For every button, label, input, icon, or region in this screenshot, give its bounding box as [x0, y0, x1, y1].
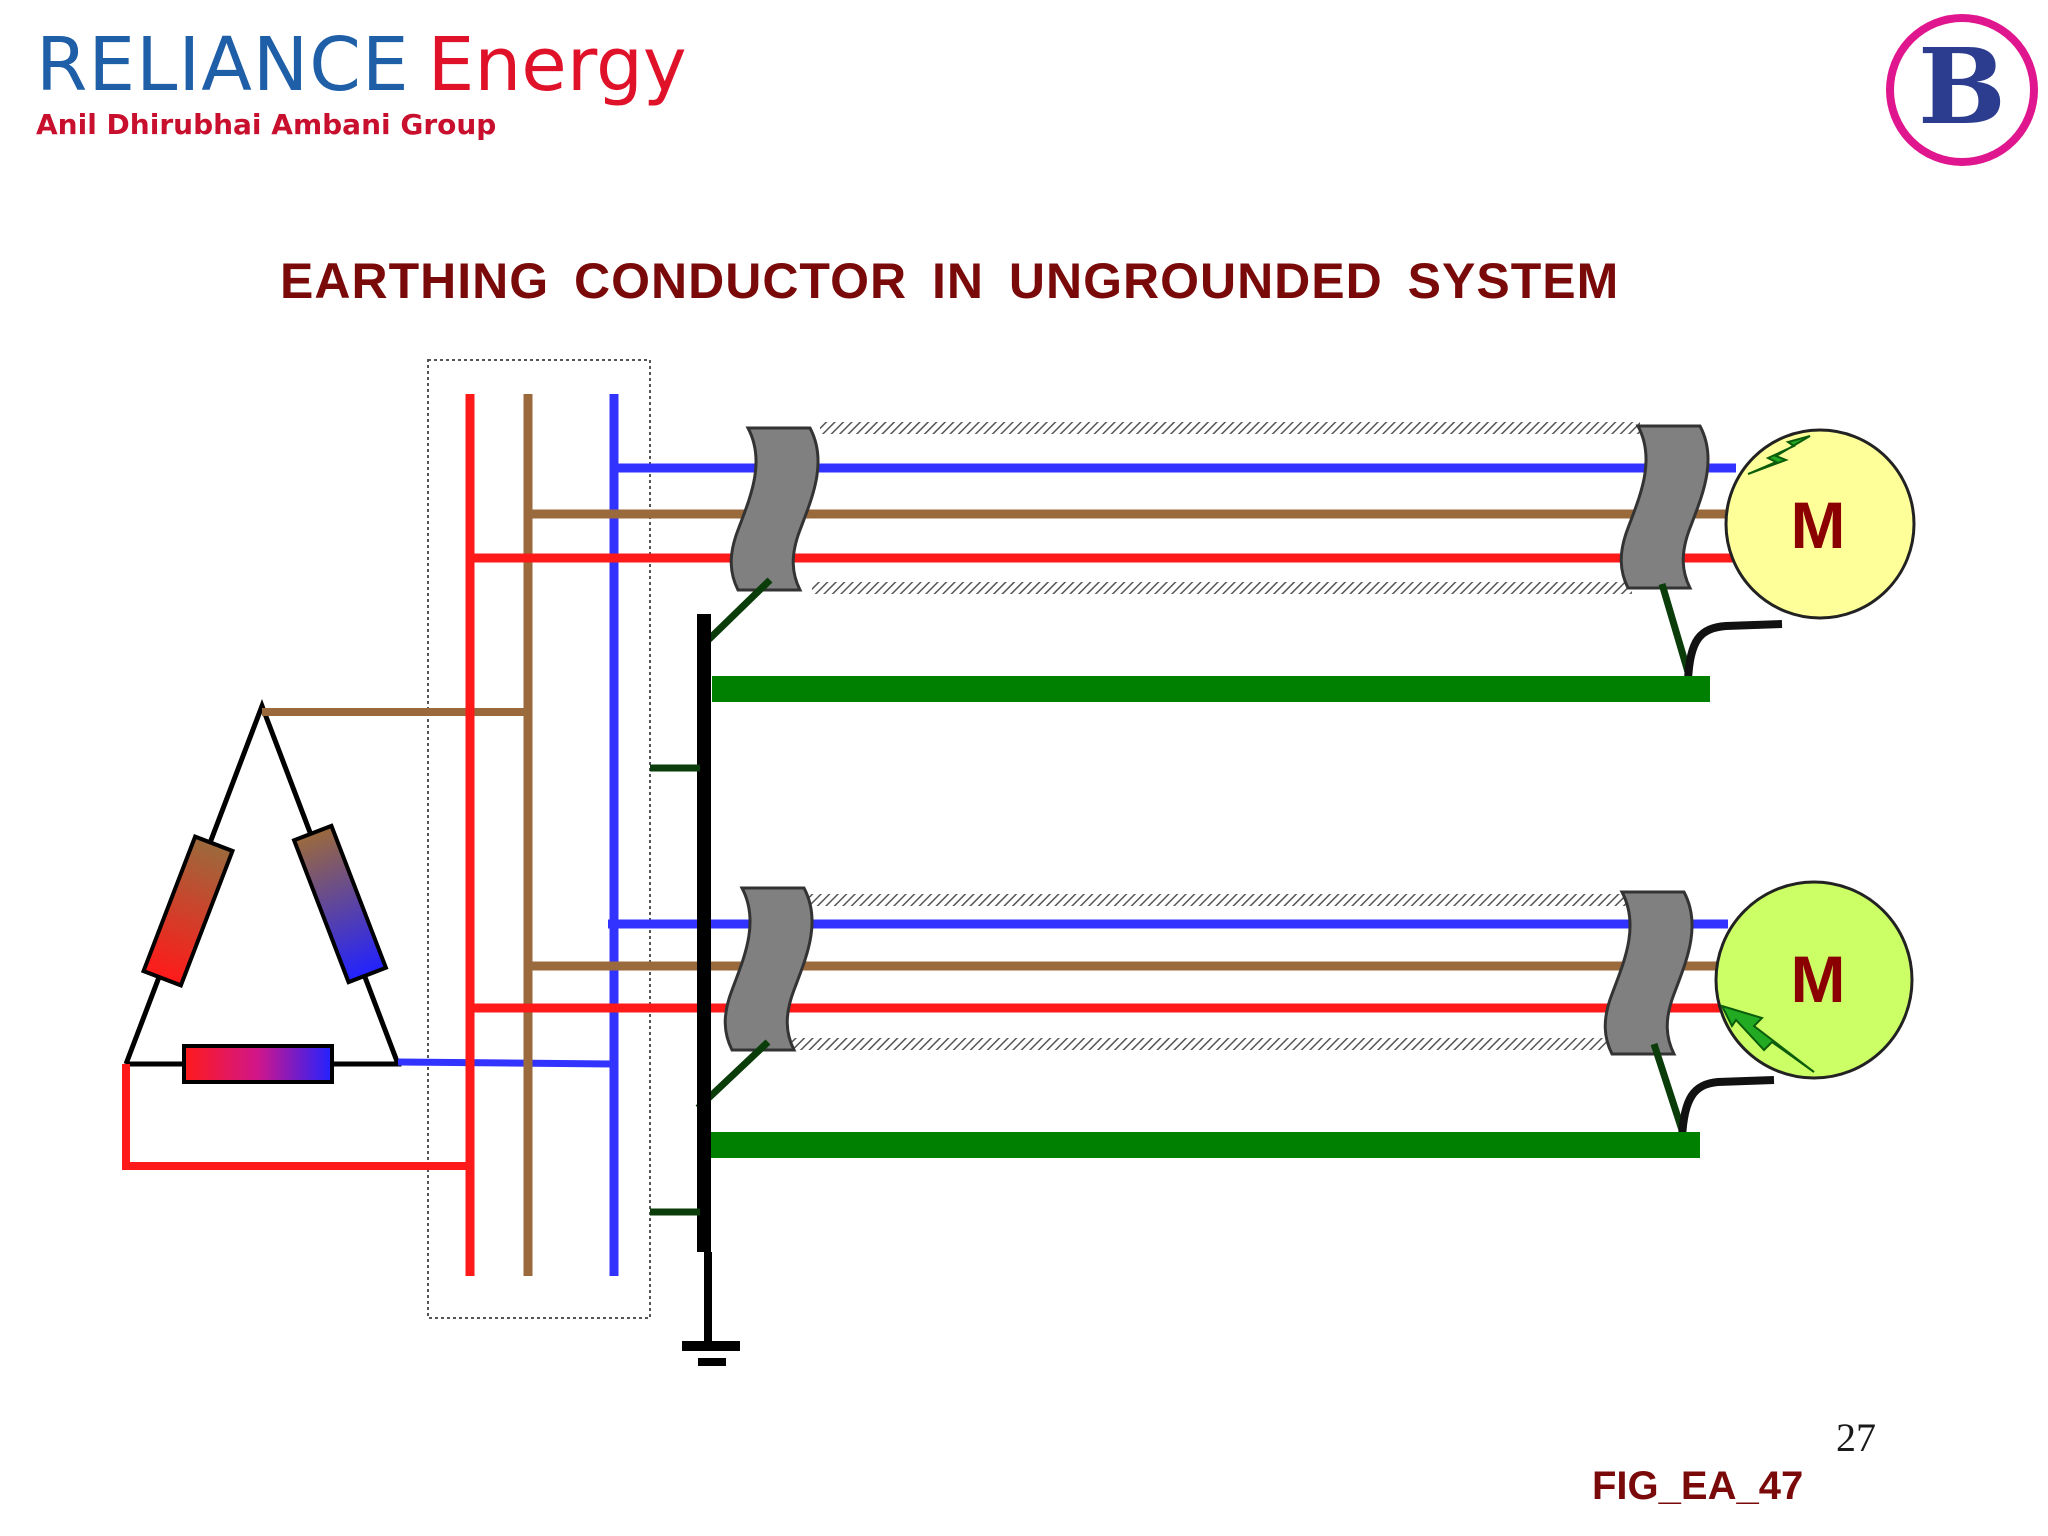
motor-2-body — [1714, 880, 1914, 1080]
resistor-bottom — [182, 1044, 334, 1084]
red-source-lead — [122, 1064, 470, 1170]
cable-2-sheath-bottom — [786, 1038, 1606, 1050]
b-badge-logo: B — [1886, 14, 2038, 166]
resistor-left — [140, 834, 236, 988]
switchboard-enclosure — [427, 359, 651, 1319]
cable-2-sheath-top — [806, 894, 1626, 906]
cable-1-sheath-bottom — [812, 582, 1632, 594]
badge-letter: B — [1918, 25, 2006, 148]
slide-title: EARTHING CONDUCTOR IN UNGROUNDED SYSTEM — [280, 253, 1620, 309]
cable-2-earth-conductor — [706, 1132, 1700, 1158]
logo-group-name: Anil Dhirubhai Ambani Group — [36, 108, 497, 141]
motor-2: M — [1714, 880, 1914, 1080]
cable-1-motor-earth-lead — [1684, 620, 1783, 681]
cable-1 — [470, 422, 1783, 702]
motor-2-fault-spark-icon — [1720, 1004, 1815, 1073]
motor-1-body — [1724, 428, 1916, 620]
delta-source — [123, 698, 402, 1084]
cable-2-gland-right — [1603, 890, 1694, 1056]
figure-id: FIG_EA_47 — [1592, 1464, 1804, 1508]
delta-winding — [123, 698, 402, 1067]
motor-1: M — [1724, 428, 1916, 620]
cable-1-gland-right — [1619, 424, 1710, 590]
page-number: 27 — [1836, 1415, 1876, 1460]
cable-2 — [470, 886, 1775, 1158]
motor-2-label: M — [1791, 942, 1846, 1016]
cable-1-sheath-top — [820, 422, 1640, 434]
resistor-right — [291, 823, 389, 985]
cable-2-motor-earth-lead — [1678, 1076, 1775, 1139]
cable-1-earth-conductor — [712, 676, 1710, 702]
motor-1-fault-spark-icon — [1747, 435, 1811, 475]
logo-brand: RELIANCE — [36, 22, 410, 108]
logo-product: Energy — [427, 22, 687, 108]
motor-1-label: M — [1791, 488, 1846, 562]
blue-source-lead — [397, 1058, 613, 1068]
cable-2-gland-left — [723, 886, 814, 1052]
cable-1-gland-bond-right — [1658, 583, 1692, 673]
ground-symbol-icon — [682, 1341, 740, 1366]
cable-2-gland-bond-right — [1650, 1042, 1686, 1132]
cable-1-gland-bond-left — [697, 577, 773, 651]
cable-1-gland-left — [729, 426, 820, 592]
